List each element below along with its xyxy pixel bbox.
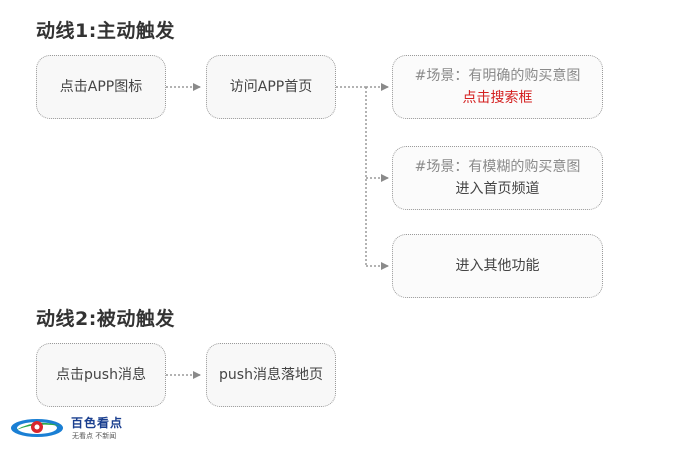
logo-tagline: 无看点 不新闻 xyxy=(72,432,117,440)
logo-name: 百色看点 xyxy=(71,416,124,430)
branch-action-label: 进入首页频道 xyxy=(455,181,540,197)
flow1-branch-clear-intent: #场景：有明确的购买意图 点击搜索框 xyxy=(392,55,603,119)
branch-scene-label: #场景：有模糊的购买意图 xyxy=(414,159,581,175)
flow1-step2-label: 访问APP首页 xyxy=(229,79,313,95)
flow1-step1-label: 点击APP图标 xyxy=(59,79,143,95)
flow1-step-click-app-icon: 点击APP图标 xyxy=(36,55,166,119)
flow2-step-click-push: 点击push消息 xyxy=(36,343,166,407)
branch-scene-label: #场景：有明确的购买意图 xyxy=(414,68,581,84)
flow2-step1-label: 点击push消息 xyxy=(56,367,146,383)
flow2-step2-label: push消息落地页 xyxy=(219,367,323,383)
flow1-branch-vague-intent: #场景：有模糊的购买意图 进入首页频道 xyxy=(392,146,603,210)
watermark-logo: 百色看点 无看点 不新闻 xyxy=(10,412,140,446)
branch-action-label: 进入其他功能 xyxy=(455,258,540,274)
flow1-step-visit-homepage: 访问APP首页 xyxy=(206,55,336,119)
flow2-step-push-landing: push消息落地页 xyxy=(206,343,336,407)
flow2-title: 动线2:被动触发 xyxy=(36,308,175,330)
branch-action-label: 点击搜索框 xyxy=(462,90,533,106)
flow1-branch-other-features: 进入其他功能 xyxy=(392,234,603,298)
logo-emblem-icon xyxy=(11,419,63,437)
flow1-title: 动线1:主动触发 xyxy=(36,20,175,42)
